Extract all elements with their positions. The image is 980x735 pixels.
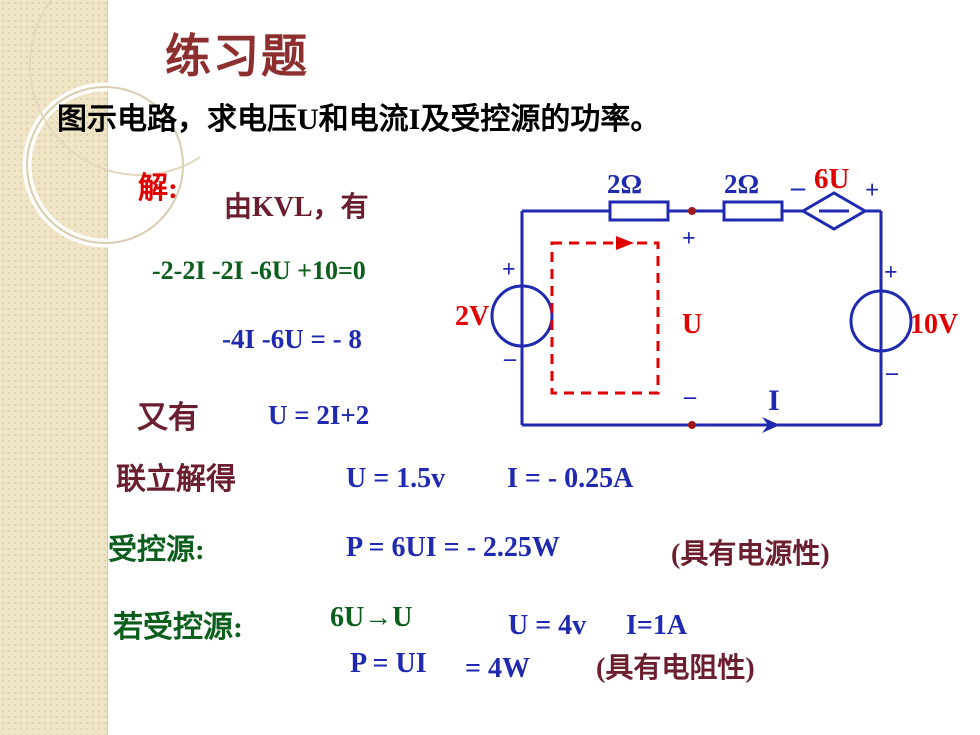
new-power-value: = 4W [465,653,530,684]
dep-plus: + [865,177,879,204]
v1-plus: + [502,257,516,283]
new-power: P = UI [350,648,427,679]
result-voltage: U = 1.5v [346,463,446,494]
also-label: 又有 [137,400,199,435]
dep-label: 6U [814,163,850,195]
node-bottom [688,421,696,429]
simultaneous-label: 联立解得 [116,463,236,496]
resistor-2 [722,200,784,222]
r2-label: 2Ω [724,169,759,199]
loop-arrow-icon [616,236,634,250]
resistor-1 [608,200,670,222]
if-dependent-label: 若受控源: [113,611,243,644]
kvl-equation: -2-2I -2I -6U +10=0 [152,256,366,285]
result-current: I = - 0.25A [507,463,634,494]
u-minus: – [683,384,697,410]
u-plus: + [682,226,696,252]
solution-label: 解: [138,172,178,205]
simplified-equation: -4I -6U = - 8 [222,324,362,354]
sidebar-texture [0,0,108,735]
dependent-source-power: P = 6UI = - 2.25W [346,532,560,563]
page-title: 练习题 [165,31,309,82]
r1-label: 2Ω [607,169,642,199]
resistor-nature-note: (具有电阻性) [596,653,755,684]
source-nature-note: (具有电源性) [671,539,830,570]
kvl-loop [550,241,660,395]
decorative-arcs [22,0,200,248]
circuit-wires [520,209,883,427]
replacement-rule: 6U→U [330,602,413,633]
node-top [688,207,696,215]
problem-statement: 图示电路，求电压U和电流I及受控源的功率。 [57,103,661,136]
v2-label: 10V [910,309,958,340]
voltage-equation: U = 2I+2 [268,400,370,430]
dependent-source-label: 受控源: [108,534,205,566]
v1-minus: – [503,346,517,372]
i-label: I [768,384,780,417]
current-arrow-icon [762,417,780,433]
new-voltage: U = 4v [508,610,587,641]
v2-plus: + [884,260,898,286]
v1-label: 2V [455,301,489,332]
new-current: I=1A [626,610,688,641]
u-label: U [682,309,702,340]
kvl-intro: 由KVL，有 [224,192,369,223]
dep-minus: – [790,172,806,203]
v2-minus: – [885,360,899,386]
